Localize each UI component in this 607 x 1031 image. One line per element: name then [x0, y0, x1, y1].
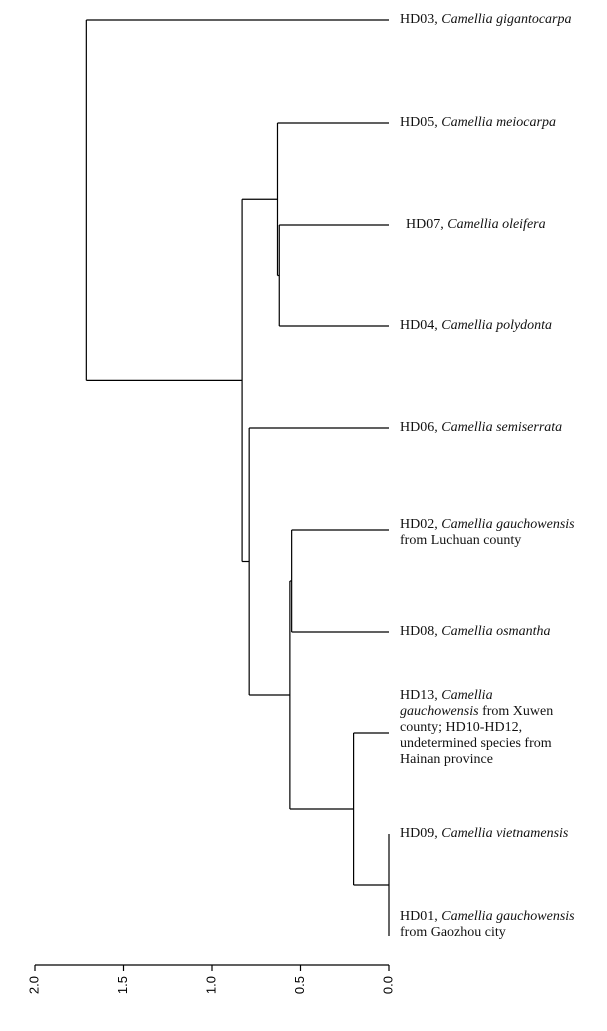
leaf-label-line: from Luchuan county: [400, 533, 575, 549]
label-text: HD04,: [400, 318, 442, 333]
species-name: Camellia gauchowensis: [441, 909, 575, 924]
leaf-label-hd03: HD03, Camellia gigantocarpa: [400, 12, 572, 28]
label-text: HD09,: [400, 826, 442, 841]
leaf-label-line: HD09, Camellia vietnamensis: [400, 826, 568, 842]
label-text: from Luchuan county: [400, 533, 522, 548]
label-text: HD05,: [400, 115, 442, 130]
label-text: undetermined species from: [400, 736, 552, 751]
leaf-label-line: from Gaozhou city: [400, 925, 575, 941]
leaf-label-hd04: HD04, Camellia polydonta: [400, 318, 552, 334]
leaf-label-line: HD06, Camellia semiserrata: [400, 420, 562, 436]
species-name: gauchowensis: [400, 704, 479, 719]
leaf-label-line: county; HD10-HD12,: [400, 720, 553, 736]
species-name: Camellia vietnamensis: [441, 826, 569, 841]
leaf-label-hd06: HD06, Camellia semiserrata: [400, 420, 562, 436]
leaf-label-hd05: HD05, Camellia meiocarpa: [400, 115, 556, 131]
species-name: Camellia gauchowensis: [441, 517, 575, 532]
leaf-label-line: undetermined species from: [400, 736, 553, 752]
leaf-label-hd07: HD07, Camellia oleifera: [406, 217, 546, 233]
label-text: from Xuwen: [478, 704, 554, 719]
leaf-label-line: HD08, Camellia osmantha: [400, 624, 551, 640]
leaf-label-hd09: HD09, Camellia vietnamensis: [400, 826, 568, 842]
axis-tick-label: 1.5: [115, 976, 130, 994]
axis-tick-label: 0.0: [380, 976, 395, 994]
label-text: HD07,: [406, 217, 448, 232]
label-text: HD01,: [400, 909, 442, 924]
label-text: HD03,: [400, 12, 442, 27]
species-name: Camellia polydonta: [441, 318, 553, 333]
label-text: Hainan province: [400, 752, 493, 767]
leaf-label-hd08: HD08, Camellia osmantha: [400, 624, 551, 640]
leaf-label-line: HD05, Camellia meiocarpa: [400, 115, 556, 131]
leaf-label-line: gauchowensis from Xuwen: [400, 704, 553, 720]
species-name: Camellia meiocarpa: [441, 115, 556, 130]
leaf-label-line: HD07, Camellia oleifera: [406, 217, 546, 233]
label-text: county; HD10-HD12,: [400, 720, 523, 735]
leaf-label-line: HD03, Camellia gigantocarpa: [400, 12, 572, 28]
label-text: HD02,: [400, 517, 442, 532]
species-name: Camellia oleifera: [447, 217, 546, 232]
axis-tick-label: 1.0: [203, 976, 218, 994]
species-name: Camellia semiserrata: [441, 420, 563, 435]
distance-axis: 2.0 1.5 1.0 0.5 0.0: [26, 964, 395, 994]
label-text: HD08,: [400, 624, 442, 639]
leaf-label-line: HD01, Camellia gauchowensis: [400, 909, 575, 925]
label-text: HD06,: [400, 420, 442, 435]
leaf-label-line: HD13, Camellia: [400, 688, 553, 704]
axis-tick-label: 0.5: [292, 976, 307, 994]
label-text: from Gaozhou city: [400, 925, 506, 940]
leaf-label-line: HD02, Camellia gauchowensis: [400, 517, 575, 533]
branches: [85, 19, 390, 936]
leaf-label-line: HD04, Camellia polydonta: [400, 318, 552, 334]
axis-tick-label: 2.0: [26, 976, 41, 994]
species-name: Camellia: [441, 688, 493, 703]
label-text: HD13,: [400, 688, 442, 703]
leaf-label-line: Hainan province: [400, 752, 553, 768]
species-name: Camellia osmantha: [441, 624, 551, 639]
species-name: Camellia gigantocarpa: [441, 12, 572, 27]
